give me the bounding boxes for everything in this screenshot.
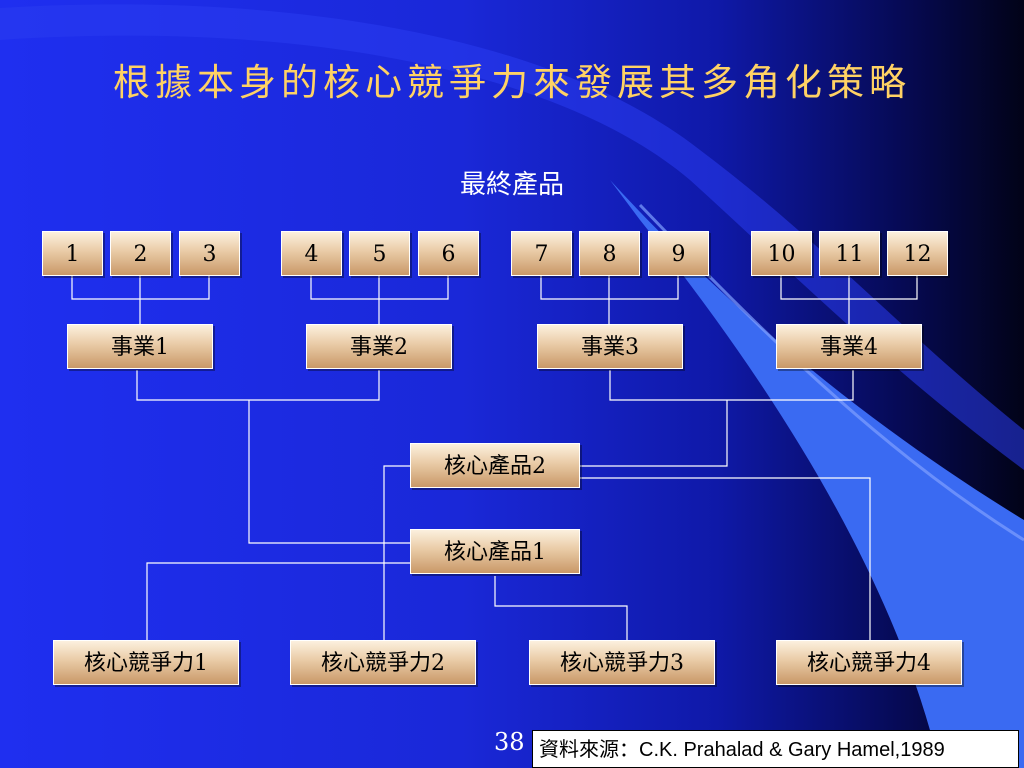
source-label: 資料來源： (539, 737, 639, 761)
source-text: C.K. Prahalad & Gary Hamel,1989 (639, 739, 945, 761)
end-products-label: 最終產品 (459, 170, 564, 200)
end-product-5: 5 (349, 231, 410, 276)
slide-title: 根據本身的核心競爭力來發展其多角化策略 (113, 61, 911, 104)
business-4: 事業4 (776, 324, 922, 369)
end-product-7: 7 (511, 231, 572, 276)
end-product-1: 1 (42, 231, 103, 276)
end-product-3: 3 (179, 231, 240, 276)
business-1: 事業1 (67, 324, 213, 369)
core-product-2: 核心產品2 (410, 443, 580, 488)
connector-core1-comp3 (494, 576, 628, 640)
connector-group-1 (71, 276, 210, 324)
business-3: 事業3 (537, 324, 683, 369)
end-product-4: 4 (281, 231, 342, 276)
end-product-8: 8 (579, 231, 640, 276)
core-competency-1: 核心競爭力1 (53, 640, 239, 685)
end-product-12: 12 (887, 231, 948, 276)
connector-core2-comp2 (383, 465, 410, 640)
core-competency-4: 核心競爭力4 (776, 640, 962, 685)
connector-core1-comp1 (146, 562, 410, 640)
connector-group-3 (540, 276, 679, 324)
end-product-6: 6 (418, 231, 479, 276)
end-product-11: 11 (819, 231, 880, 276)
core-competency-3: 核心競爭力3 (529, 640, 715, 685)
page-number: 38 (494, 728, 525, 756)
source-citation: 資料來源：C.K. Prahalad & Gary Hamel,1989 (532, 730, 1019, 768)
end-product-2: 2 (110, 231, 171, 276)
business-2: 事業2 (306, 324, 452, 369)
core-product-1: 核心產品1 (410, 529, 580, 574)
connector-business-1-2 (136, 370, 410, 544)
connector-group-4 (780, 276, 918, 324)
connector-group-2 (310, 276, 449, 324)
core-competency-2: 核心競爭力2 (290, 640, 476, 685)
end-product-9: 9 (648, 231, 709, 276)
end-product-10: 10 (751, 231, 812, 276)
connector-business-3-4 (580, 370, 854, 467)
connector-core2-comp4 (580, 477, 871, 640)
